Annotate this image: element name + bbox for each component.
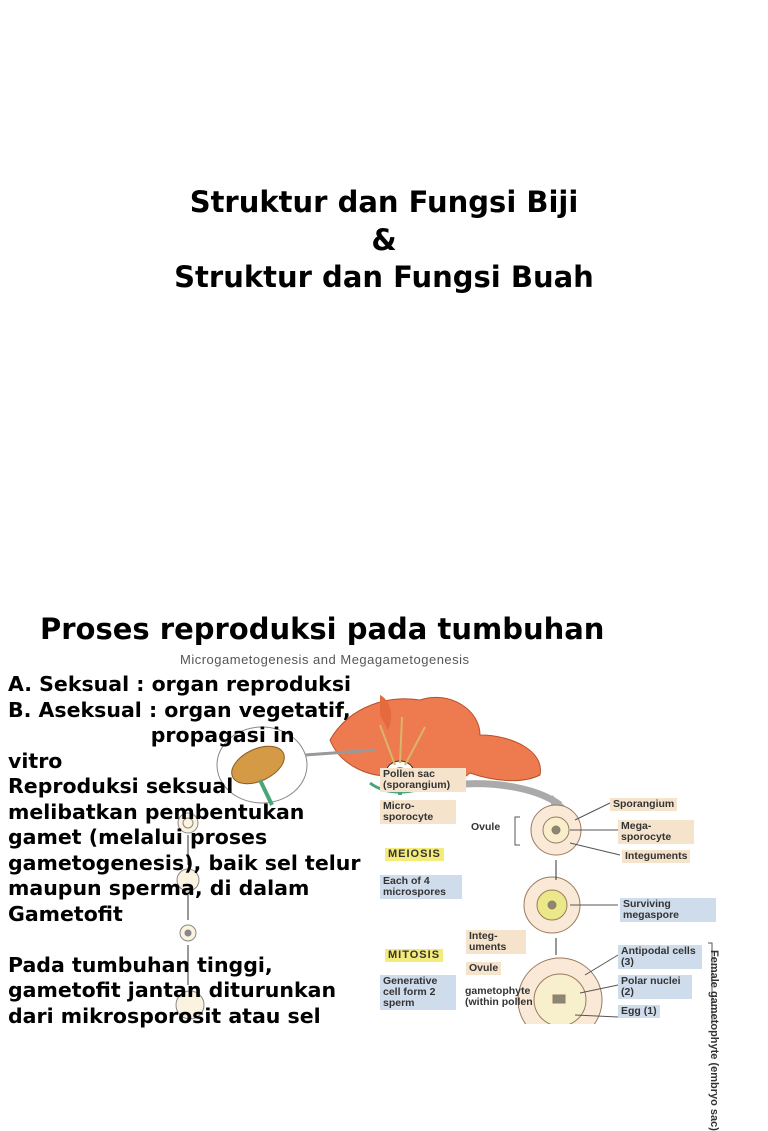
curved-arrow	[449, 780, 563, 808]
label-ovule: Ovule	[471, 821, 501, 833]
body-line: gametogenesis), baik sel telur	[8, 850, 361, 875]
title-line-1: Struktur dan Fungsi Biji	[189, 185, 579, 219]
label-pollen-sac: Pollen sac (sporangium)	[380, 768, 466, 792]
body-line: propagasi in	[8, 723, 295, 747]
body-line: Gametofit	[8, 901, 123, 926]
title-line-2: &	[371, 222, 397, 257]
label-generative-cell: Generative cell form 2 sperm	[380, 975, 456, 1010]
label-integ-uments: Integ-uments	[466, 930, 526, 954]
label-egg: Egg (1)	[618, 1005, 660, 1018]
label-within-pollen: gametophyte (within pollen	[465, 985, 533, 1008]
label-mitosis: MITOSIS	[385, 949, 444, 962]
label-meiosis: MEIOSIS	[385, 848, 444, 861]
label-each-of-4-microspores: Each of 4 microspores	[380, 875, 462, 899]
ovule-stages	[517, 804, 603, 1024]
pollen-sac-illustration	[216, 726, 376, 806]
body-line	[8, 927, 360, 953]
body-line: A. Seksual : organ reproduksi	[8, 672, 352, 696]
label-integuments: Integuments	[622, 850, 691, 863]
label-female-gametophyte: Female gametophyte (embryo sac)	[708, 950, 720, 1131]
body-line: B. Aseksual : organ vegetatif,	[8, 697, 351, 722]
label-surviving-megaspore: Surviving megaspore	[620, 898, 716, 922]
diagram-title: Microgametogenesis and Megagametogenesis	[180, 652, 470, 667]
body-line: maupun sperma, di dalam	[8, 876, 310, 900]
label-sporangium: Sporangium	[610, 798, 678, 811]
body-line: vitro	[8, 748, 63, 773]
label-microsporocyte: Micro-sporocyte	[380, 800, 456, 824]
body-line: melibatkan pembentukan	[8, 799, 305, 824]
label-polar-nuclei: Polar nuclei (2)	[618, 975, 692, 999]
body-line: gametofit jantan diturunkan	[8, 978, 337, 1002]
label-ovule-2: Ovule	[466, 962, 502, 975]
label-megasporocyte: Mega-sporocyte	[618, 820, 694, 844]
body-line: Pada tumbuhan tinggi,	[8, 952, 273, 977]
slide-heading: Proses reproduksi pada tumbuhan	[40, 612, 605, 646]
title-line-3: Struktur dan Fungsi Buah	[174, 260, 594, 294]
microspore-stages	[175, 812, 205, 1020]
body-line: dari mikrosporosit atau sel	[8, 1003, 321, 1028]
gametogenesis-diagram	[175, 695, 713, 1024]
slide-title: Struktur dan Fungsi Biji & Struktur dan …	[0, 184, 768, 297]
body-line: Reproduksi seksual	[8, 774, 234, 798]
label-antipodal-cells: Antipodal cells (3)	[618, 945, 702, 969]
body-line: gamet (melalui proses	[8, 825, 268, 849]
